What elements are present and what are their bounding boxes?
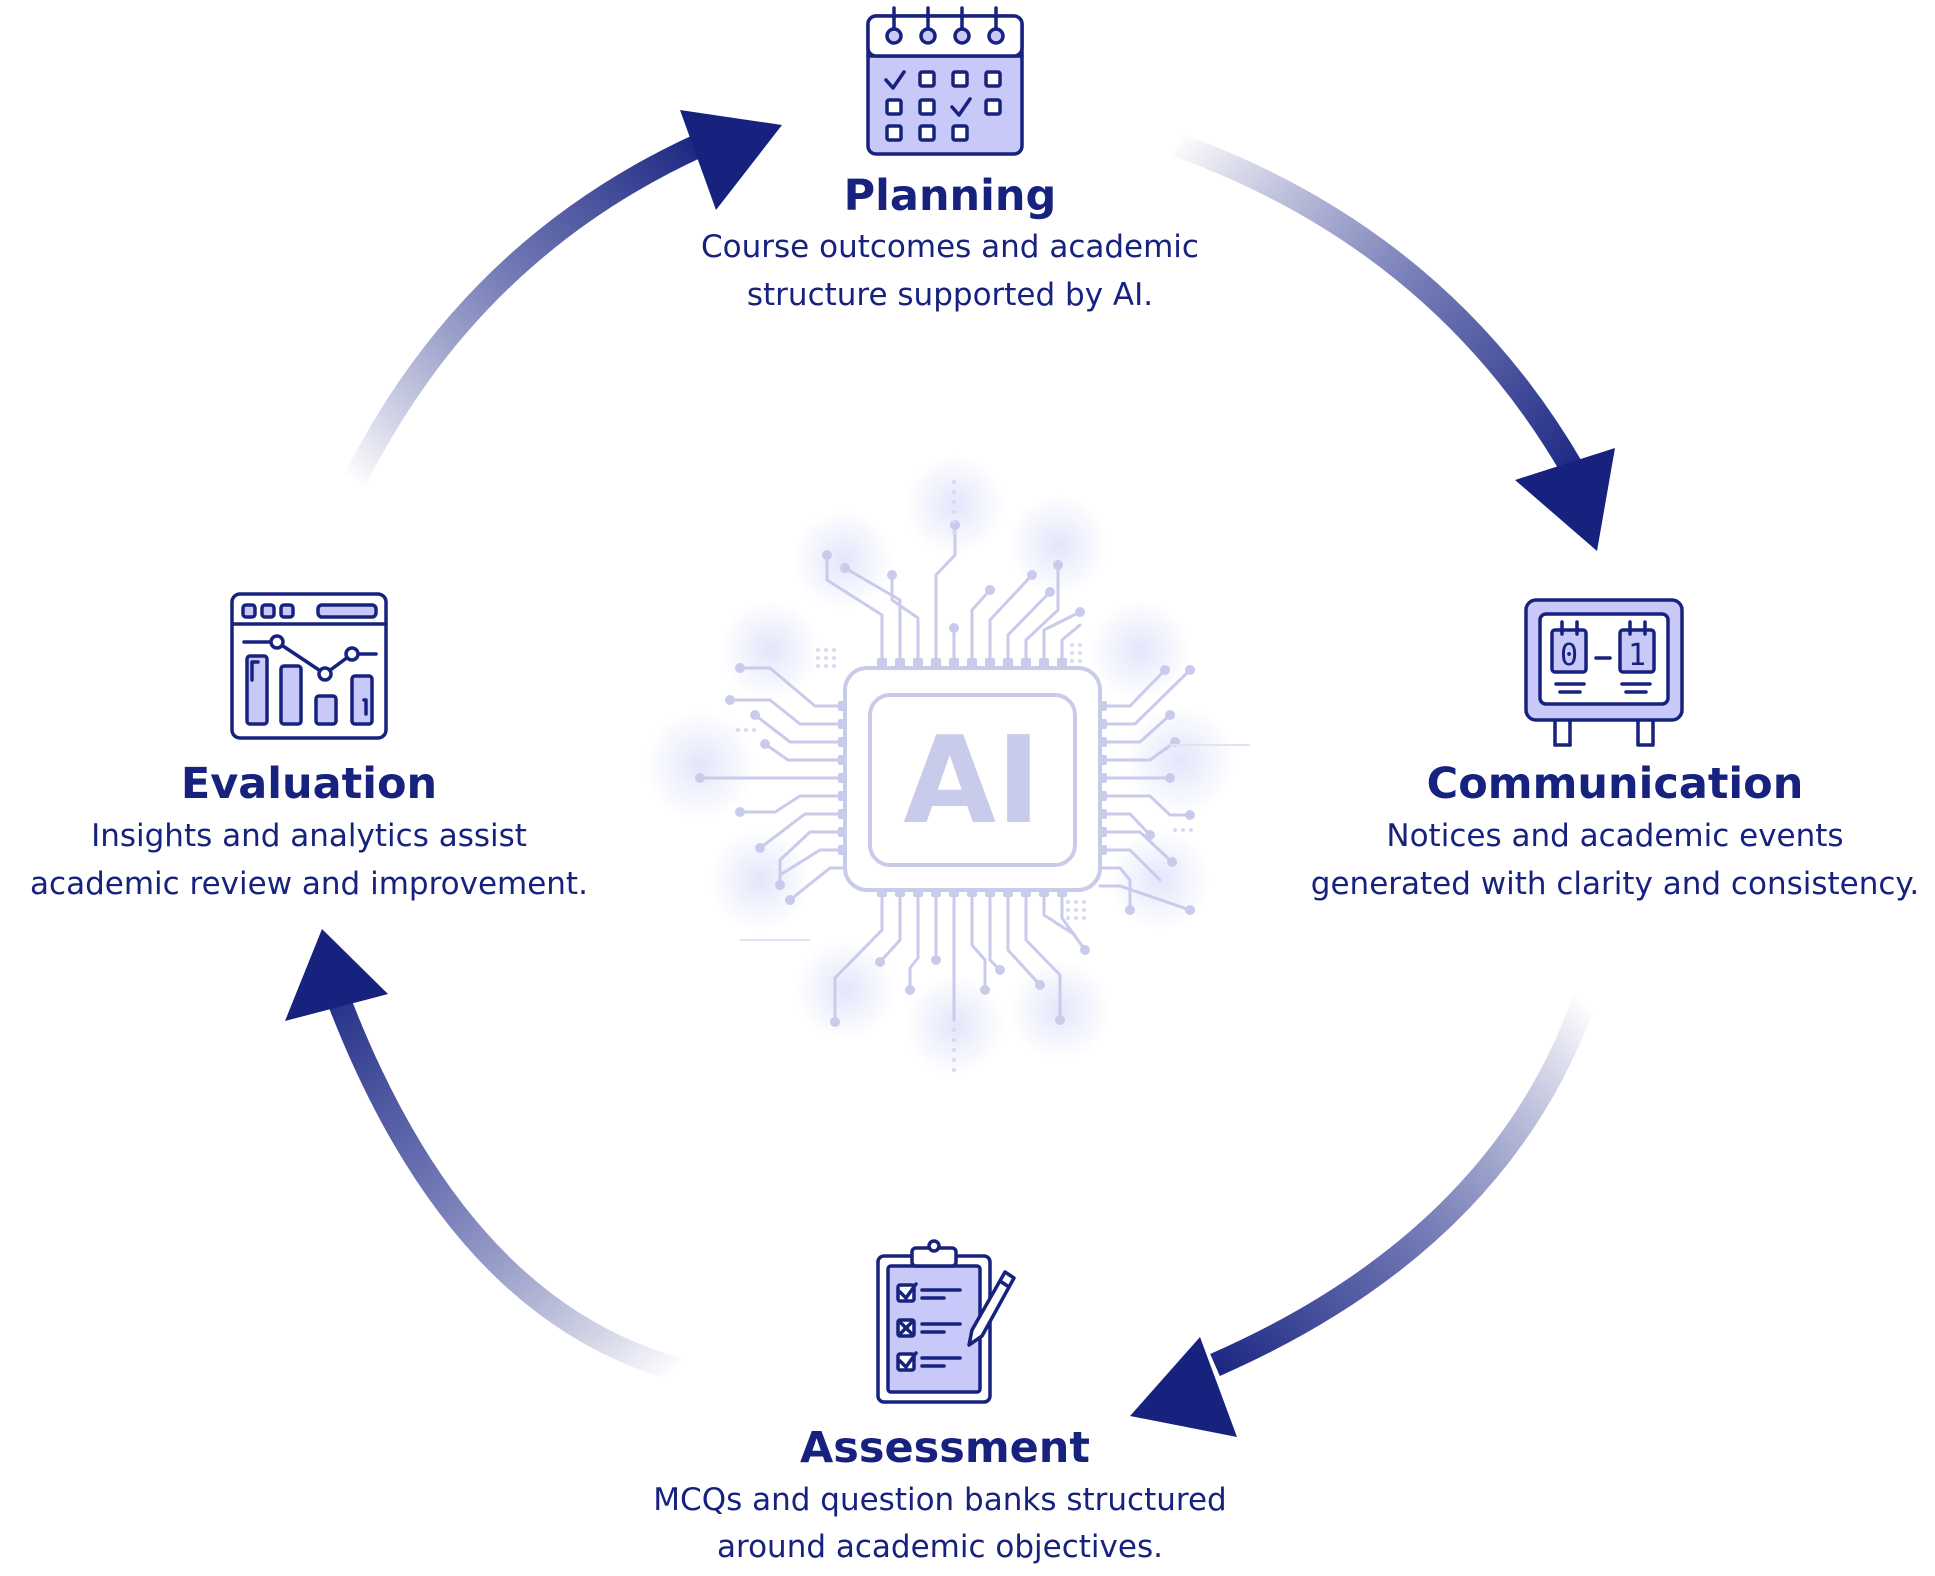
chip-core (868, 693, 1077, 867)
arrowhead-evaluation (285, 929, 388, 1021)
stage-planning: Planning Course outcomes and academic st… (701, 6, 1199, 313)
ai-chip-icon: AI (645, 455, 1250, 1075)
stage-communication: 0 1 Communication Notices and academic e… (1311, 598, 1919, 902)
assessment-title: Assessment (800, 1423, 1090, 1473)
cycle-arrow-communication-to-assessment (1130, 994, 1597, 1437)
planning-desc-line-2: structure supported by AI. (747, 277, 1153, 313)
communication-title: Communication (1427, 759, 1804, 809)
communication-desc-line-2: generated with clarity and consistency. (1311, 866, 1919, 902)
evaluation-desc-line-2: academic review and improvement. (30, 866, 588, 902)
cycle-arrow-planning-to-communication (1173, 133, 1615, 551)
scoreboard-digit-right: 1 (1628, 638, 1646, 673)
communication-desc-line-1: Notices and academic events (1386, 818, 1843, 854)
calendar-icon (866, 6, 1024, 156)
assessment-desc-line-1: MCQs and question banks structured (653, 1482, 1226, 1518)
stage-assessment: Assessment MCQs and question banks struc… (653, 1239, 1227, 1565)
chip-circuit-traces (698, 523, 1192, 1024)
arrowhead-planning (680, 110, 782, 210)
evaluation-title: Evaluation (181, 759, 437, 809)
planning-desc-line-1: Course outcomes and academic (701, 229, 1199, 265)
stage-evaluation: Evaluation Insights and analytics assist… (30, 592, 588, 902)
chip-dot-decorations (736, 480, 1250, 1072)
analytics-dashboard-icon (230, 592, 388, 740)
arrowhead-assessment (1130, 1337, 1237, 1437)
cycle-arrow-assessment-to-evaluation (285, 929, 684, 1382)
chip-label: AI (903, 712, 1041, 851)
clipboard-checklist-icon (876, 1239, 1016, 1404)
cycle-arrow-evaluation-to-planning (344, 110, 782, 486)
scoreboard-icon: 0 1 (1524, 598, 1684, 747)
assessment-desc-line-2: around academic objectives. (717, 1529, 1163, 1565)
scoreboard-digit-left: 0 (1560, 638, 1578, 673)
evaluation-desc-line-1: Insights and analytics assist (91, 818, 527, 854)
arrowhead-communication (1515, 448, 1615, 551)
planning-title: Planning (844, 171, 1057, 221)
